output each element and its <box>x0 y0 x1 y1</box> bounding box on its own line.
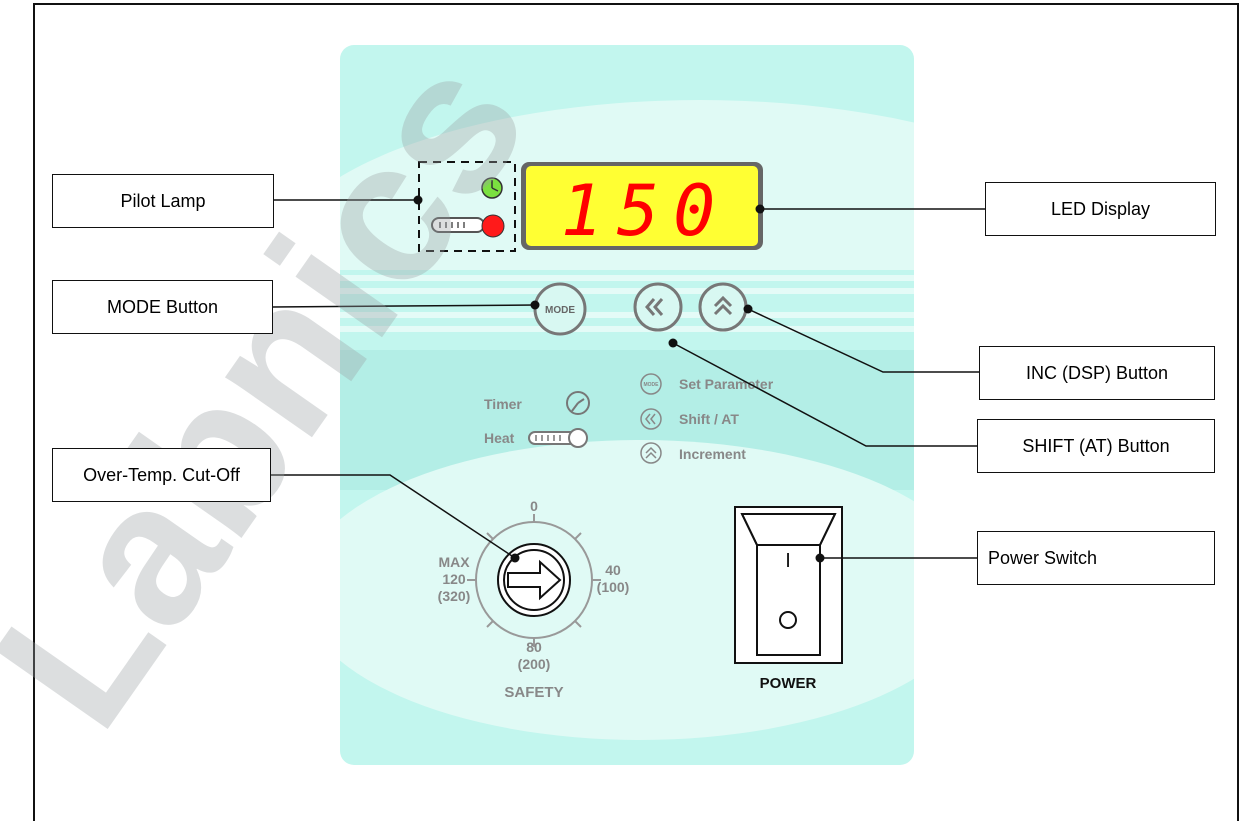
callout-shift-button: SHIFT (AT) Button <box>977 419 1215 473</box>
dial-tick-0: 0 <box>530 498 538 514</box>
mini-shift-icon <box>640 408 662 430</box>
pilot-lamp-outline <box>418 161 516 252</box>
timer-hands-icon <box>491 180 499 192</box>
callout-led-display: LED Display <box>985 182 1216 236</box>
double-chevron-up-icon <box>713 295 733 316</box>
heat-lamp-icon <box>481 214 505 238</box>
power-label: POWER <box>760 675 817 692</box>
led-display <box>526 166 758 246</box>
legend-heat: Heat <box>484 430 515 446</box>
callout-inc-button: INC (DSP) Button <box>979 346 1215 400</box>
callout-over-temp: Over-Temp. Cut-Off <box>52 448 271 502</box>
dial-tick-80: 80 <box>526 639 542 655</box>
dial-arrow-icon <box>507 559 562 601</box>
timer-icon <box>566 391 590 415</box>
power-on-mark: I <box>785 550 791 572</box>
legend-timer: Timer <box>484 396 522 412</box>
legend-increment: Increment <box>679 446 746 462</box>
shift-button[interactable] <box>633 282 683 332</box>
legend-shift-at: Shift / AT <box>679 411 739 427</box>
legend-set-parameter: Set Parameter <box>679 376 774 392</box>
mode-button-label: MODE <box>545 305 575 316</box>
safety-label: SAFETY <box>504 684 563 701</box>
leader-lines <box>270 199 985 559</box>
pilot-lamp-group <box>418 161 516 252</box>
dial-tick-max: MAX <box>438 554 470 570</box>
led-readout: 150 <box>561 170 729 252</box>
callout-pilot-lamp: Pilot Lamp <box>52 174 274 228</box>
diagram-frame <box>33 3 1239 821</box>
power-off-mark <box>779 611 797 629</box>
dial-tick-40: 40 <box>605 562 621 578</box>
callout-mode-button: MODE Button <box>52 280 273 334</box>
power-switch-group: I POWER <box>734 506 843 692</box>
callout-power-switch: Power Switch <box>977 531 1215 585</box>
mini-mode-icon <box>640 373 662 395</box>
dial-tick-80-f: (200) <box>518 656 551 672</box>
panel-legend: Timer Heat MODE Set Parameter Shift / AT… <box>484 373 774 464</box>
double-chevron-left-icon <box>645 298 664 316</box>
dial-tick-120: 120 <box>442 571 466 587</box>
dial-tick-120-f: (320) <box>438 588 471 604</box>
dial-tick-40-f: (100) <box>597 579 630 595</box>
mini-mode-label: MODE <box>644 382 660 388</box>
mini-increment-icon <box>640 442 662 464</box>
